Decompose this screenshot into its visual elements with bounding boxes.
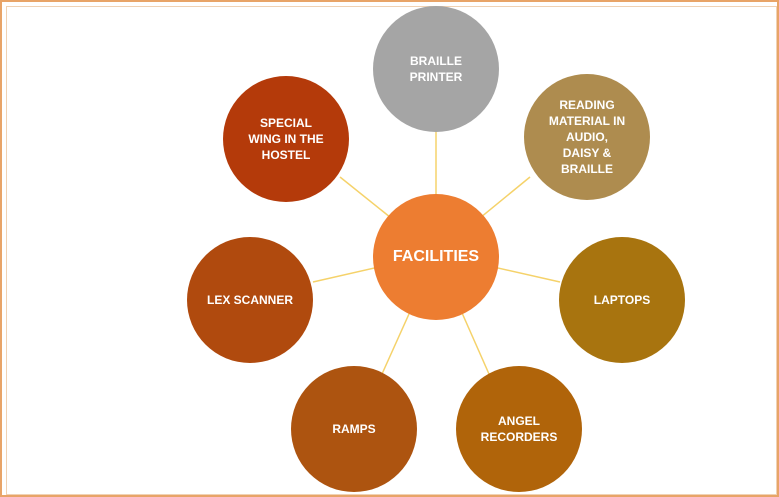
- node-lex-scanner: LEX SCANNER: [187, 237, 313, 363]
- node-label-line: RAMPS: [332, 421, 376, 436]
- node-ramps: RAMPS: [291, 366, 417, 492]
- node-label-line: READING: [559, 97, 615, 112]
- node-label-line: LAPTOPS: [593, 292, 651, 307]
- node-label-line: ANGEL: [498, 413, 540, 428]
- node-label-line: BRAILLE: [561, 162, 613, 177]
- center-node-facilities: FACILITIES: [373, 194, 499, 320]
- node-label-line: HOSTEL: [261, 148, 311, 163]
- node-label-line: BRAILLE: [409, 53, 462, 68]
- node-label-line: AUDIO,: [566, 129, 608, 144]
- node-label-line: WING IN THE: [248, 131, 324, 146]
- diagram-frame-inner: [6, 6, 777, 495]
- node-braille-printer: BRAILLE PRINTER: [373, 6, 499, 132]
- node-laptops: LAPTOPS: [559, 237, 685, 363]
- node-special-wing: SPECIAL WING IN THE HOSTEL: [223, 76, 349, 202]
- node-label-line: LEX SCANNER: [206, 292, 293, 307]
- node-reading-material: READING MATERIAL IN AUDIO, DAISY & BRAIL…: [524, 74, 650, 200]
- node-label-line: DAISY &: [562, 146, 612, 161]
- node-label-line: MATERIAL IN: [548, 113, 626, 128]
- node-label-line: PRINTER: [409, 70, 463, 84]
- node-label-line: RECORDERS: [480, 430, 558, 444]
- node-label-line: SPECIAL: [259, 115, 312, 130]
- node-angel-recorders: ANGEL RECORDERS: [456, 366, 582, 492]
- center-node-label: FACILITIES: [392, 248, 480, 266]
